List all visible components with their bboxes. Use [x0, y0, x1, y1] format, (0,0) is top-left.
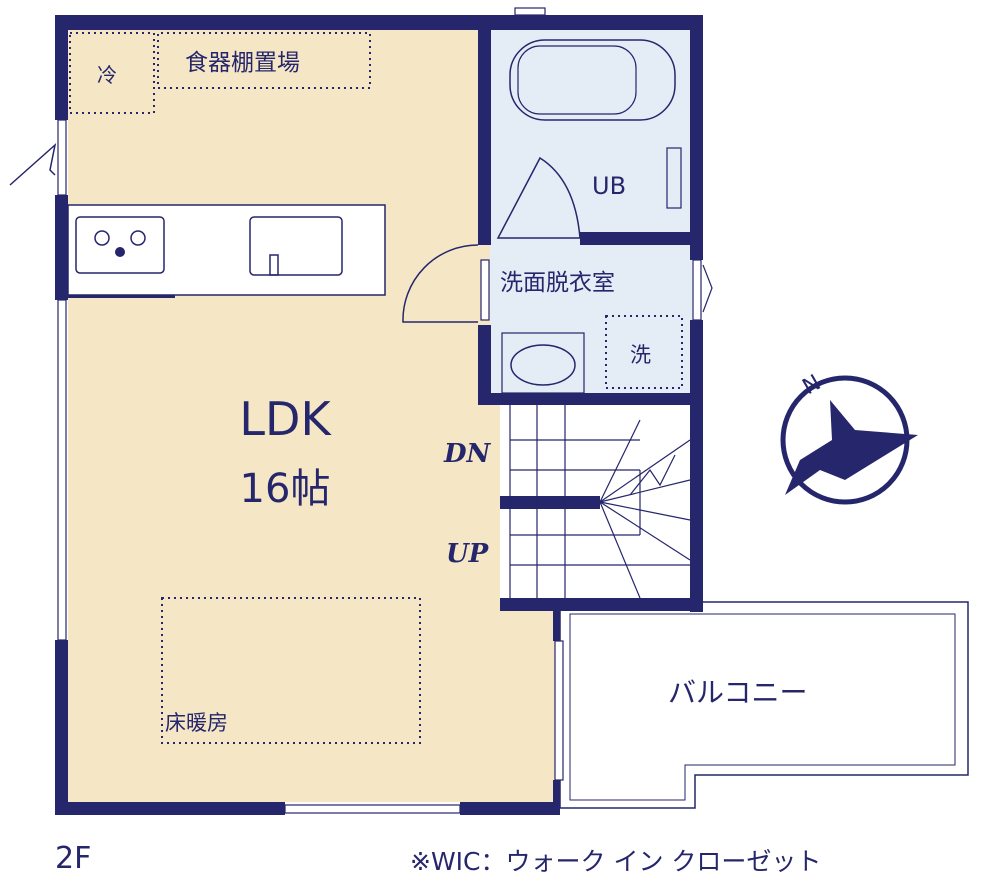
- floor-heating-area: [161, 597, 421, 744]
- washroom-label: 洗面脱衣室: [500, 270, 615, 296]
- ldk-size-label: 16帖: [240, 466, 331, 512]
- stairs-up-label: UP: [446, 539, 490, 569]
- windows: [57, 7, 702, 814]
- bathtub: [509, 39, 676, 121]
- stairs-down-label: DN: [443, 439, 492, 469]
- walls: [55, 15, 703, 815]
- wash-basin: [501, 332, 585, 394]
- balcony-label: バルコニー: [668, 676, 807, 709]
- compass-icon: N: [780, 370, 918, 505]
- washer-label: 洗: [630, 343, 651, 367]
- washer-space: [605, 315, 683, 389]
- bath-door: [496, 156, 581, 239]
- kitchen-counter: [67, 204, 386, 296]
- cupboard-label: 食器棚置場: [185, 50, 300, 76]
- bath-label: UB: [592, 172, 626, 200]
- fridge-label: 冷: [97, 63, 117, 87]
- floor-label: 2F: [55, 841, 91, 876]
- bath-area: [490, 30, 692, 400]
- fridge-space: [69, 32, 155, 114]
- ldk-label: LDK: [239, 392, 332, 446]
- wic-note: ※WIC：ウォーク イン クローゼット: [410, 847, 821, 876]
- floor-heating-label: 床暖房: [165, 711, 228, 735]
- ldk-floor: [68, 30, 555, 802]
- ldk-door: [402, 244, 479, 323]
- stairs: [509, 405, 691, 599]
